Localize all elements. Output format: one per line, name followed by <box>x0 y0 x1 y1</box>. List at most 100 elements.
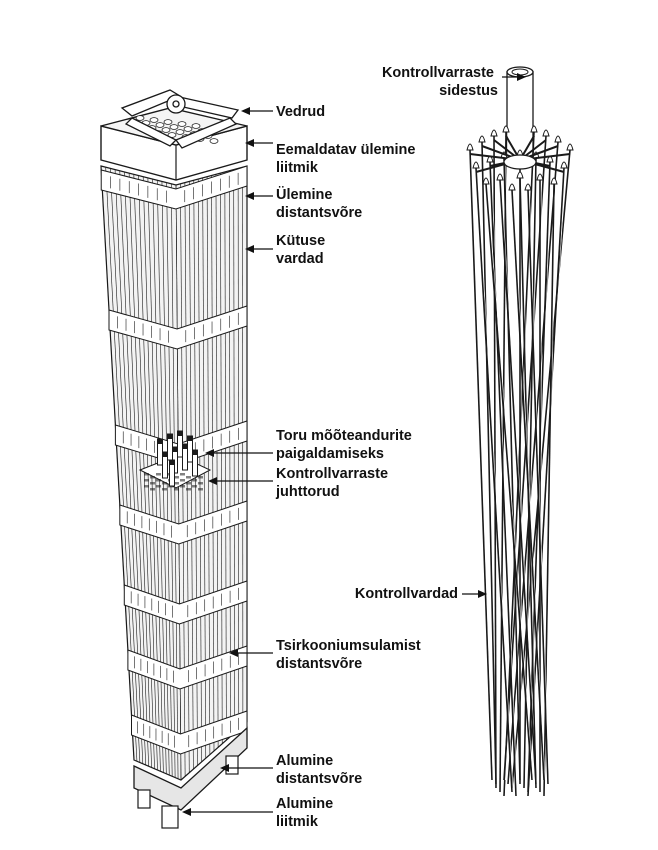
guide-tube-cap <box>187 436 193 441</box>
grid-cell <box>186 488 191 491</box>
label-top-grid: Ülemine distantsvõre <box>276 186 362 221</box>
control-rod-highlight <box>512 149 572 789</box>
spacer-grid <box>119 500 248 545</box>
control-rod-highlight <box>471 149 494 781</box>
grid-cell <box>192 479 197 482</box>
control-rod-highlight <box>524 157 538 789</box>
bottom-nozzle <box>133 726 248 829</box>
label-mid-grid: Tsirkooniumsulamist distantsvõre <box>276 638 425 672</box>
guide-tube-cutaway <box>138 430 212 491</box>
guide-tube-cap <box>167 434 173 439</box>
control-rod-tip <box>482 177 490 185</box>
hold-down-springs <box>120 89 240 149</box>
control-rod <box>523 157 537 789</box>
control-rod-tip <box>496 173 504 181</box>
grid-cell <box>186 482 191 485</box>
leader-arrows <box>182 73 526 816</box>
grid-cell <box>156 473 161 476</box>
grid-cell <box>174 482 179 485</box>
spacer-grids <box>100 165 248 755</box>
control-rod-highlight <box>477 167 514 793</box>
control-rod-highlight <box>528 167 566 797</box>
control-rod-tip <box>536 173 544 181</box>
nozzle-hole <box>163 119 173 125</box>
label-control-rods: Kontrollvardad <box>355 586 458 602</box>
grid-cell <box>180 485 185 488</box>
fuel-rod <box>215 174 219 748</box>
nozzle-hole <box>149 117 159 123</box>
fuel-rod <box>233 169 235 733</box>
grid-cell <box>150 488 155 491</box>
guide-tube-cap <box>177 431 183 436</box>
label-guide-tubes: Kontrollvarraste juhttorud <box>275 466 392 500</box>
control-rod <box>511 189 545 781</box>
control-rod-tip <box>508 183 516 191</box>
spider-vanes <box>469 135 571 173</box>
control-rod-tip <box>530 125 538 133</box>
control-rod-tip <box>554 135 562 143</box>
spacer-grid <box>100 165 248 210</box>
control-rod <box>527 189 549 785</box>
control-rod <box>485 183 533 781</box>
label-springs: Vedrud <box>276 104 325 120</box>
nozzle-hole <box>169 124 179 130</box>
control-rod <box>475 167 513 793</box>
grid-cell <box>198 482 203 485</box>
grid-cell <box>192 485 197 488</box>
grid-cell <box>150 476 155 479</box>
fuel-rod <box>206 176 211 755</box>
control-rod-highlight <box>501 179 538 785</box>
grid-cell <box>144 485 149 488</box>
grid-cell <box>186 476 191 479</box>
control-rod-highlight <box>505 157 522 781</box>
control-rod-highlight <box>487 183 534 781</box>
control-rod-tip <box>490 129 498 137</box>
fuel-rod <box>211 175 215 752</box>
control-rod-highlight <box>544 183 556 797</box>
nozzle-hole <box>209 138 219 144</box>
control-rod-tip <box>472 161 480 169</box>
grid-cell <box>150 482 155 485</box>
control-rod-tip <box>516 171 524 179</box>
guide-tube-cap <box>182 444 188 449</box>
control-rod <box>503 157 521 781</box>
fuel-rod <box>220 173 223 744</box>
control-rods <box>466 125 574 797</box>
grid-cell <box>144 473 149 476</box>
control-rod <box>493 135 497 789</box>
guide-tube-stubs <box>157 430 198 487</box>
label-instrument-tube: Toru mõõteandurite paigaldamiseks <box>276 428 416 462</box>
control-rod-tip <box>560 161 568 169</box>
fuel-rod <box>228 170 231 737</box>
guide-tube-cap <box>192 450 198 455</box>
top-nozzle <box>100 107 248 181</box>
grid-cell <box>156 485 161 488</box>
spacer-grid <box>127 645 248 690</box>
spacer-grid <box>123 580 248 625</box>
control-rod-highlight <box>491 161 518 797</box>
control-rod <box>499 179 537 785</box>
grid-cell <box>174 476 179 479</box>
grid-cell <box>162 488 167 491</box>
spacer-grid <box>108 305 248 350</box>
label-top-nozzle: Eemaldatav ülemine liitmik <box>276 142 419 176</box>
control-rod-tip <box>502 125 510 133</box>
nozzle-hole <box>155 122 165 128</box>
control-rod-cluster <box>466 66 574 797</box>
grid-cell <box>174 488 179 491</box>
control-rod <box>507 141 559 785</box>
nozzle-hole <box>161 127 171 133</box>
control-rod-tip <box>478 135 486 143</box>
nozzle-hole <box>191 123 201 129</box>
control-rod <box>469 149 493 781</box>
control-rod-tip <box>550 177 558 185</box>
control-rod-tip <box>466 143 474 151</box>
nozzle-hole <box>135 115 145 121</box>
grid-cell <box>198 476 203 479</box>
control-rod-tip <box>542 129 550 137</box>
grid-cell <box>180 479 185 482</box>
control-rod-tip <box>566 143 574 151</box>
control-rod <box>481 141 497 785</box>
control-rod-highlight <box>495 135 498 789</box>
